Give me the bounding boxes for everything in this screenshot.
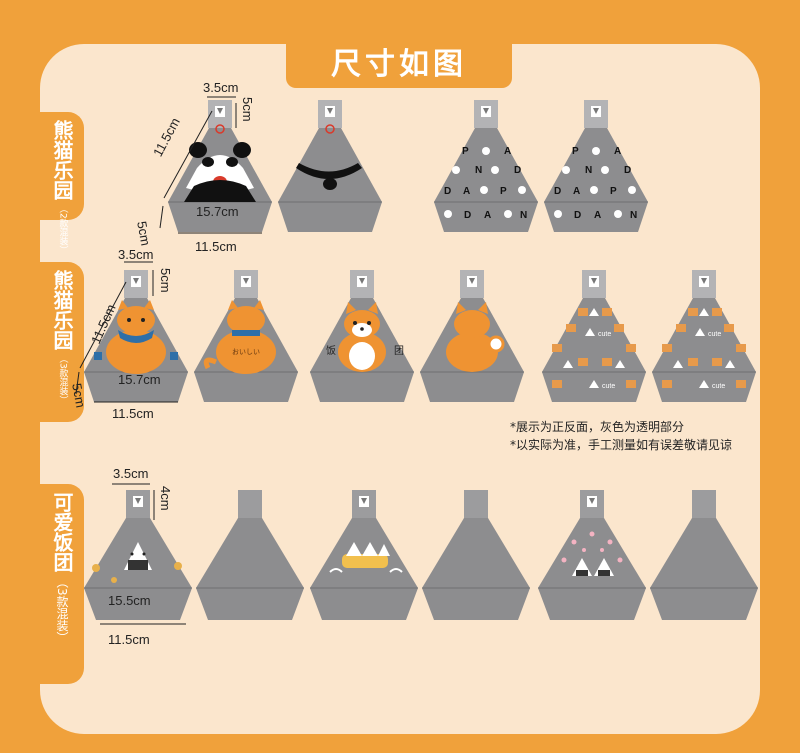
dim-bag-width: 15.7cm (196, 204, 239, 219)
section-tab-panda-2: 熊猫乐园 （3款混装） (40, 262, 84, 422)
shiba-bag-front: 饭 团 (309, 269, 415, 403)
section-sub: （3款混装） (55, 576, 69, 644)
section-name: 熊猫乐园 (50, 120, 74, 200)
dim-base-width: 11.5cm (112, 406, 154, 421)
dim-tab-height: 5cm (240, 97, 255, 122)
note-measurement: *以实际为准，手工测量如有误差敬请见谅 (510, 438, 733, 452)
dim-base-width: 11.5cm (195, 239, 237, 254)
cat-bag-back: おいしい (193, 269, 299, 403)
oishii-text: おいしい (232, 348, 260, 356)
dim-bag-width: 15.7cm (118, 372, 161, 387)
fan-text: 饭 (326, 345, 336, 357)
tuan-text: 团 (394, 345, 404, 357)
section-sub: （3款混装） (57, 354, 68, 405)
panda-bag-back (277, 99, 383, 233)
section-tab-panda-1: 熊猫乐园 （2款混装） (40, 112, 84, 255)
dim-tab-width: 3.5cm (113, 466, 149, 481)
section-sub: （2款混装） (57, 204, 68, 255)
dim-tab-width: 3.5cm (118, 247, 154, 262)
section-name: 可爱饭团 (50, 492, 74, 572)
section-tab-rice-ball: 可爱饭团 （3款混装） (40, 484, 84, 684)
dim-tab-width: 3.5cm (203, 80, 239, 95)
note-transparent: *展示为正反面，灰色为透明部分 (510, 420, 685, 434)
dim-tab-height: 4cm (158, 486, 173, 511)
dim-tab-height: 5cm (158, 268, 173, 293)
section-name: 熊猫乐园 (50, 270, 74, 350)
dim-bag-width: 15.5cm (108, 593, 151, 608)
page-title: 尺寸如图 (286, 44, 512, 88)
dim-base-width: 11.5cm (108, 632, 150, 647)
